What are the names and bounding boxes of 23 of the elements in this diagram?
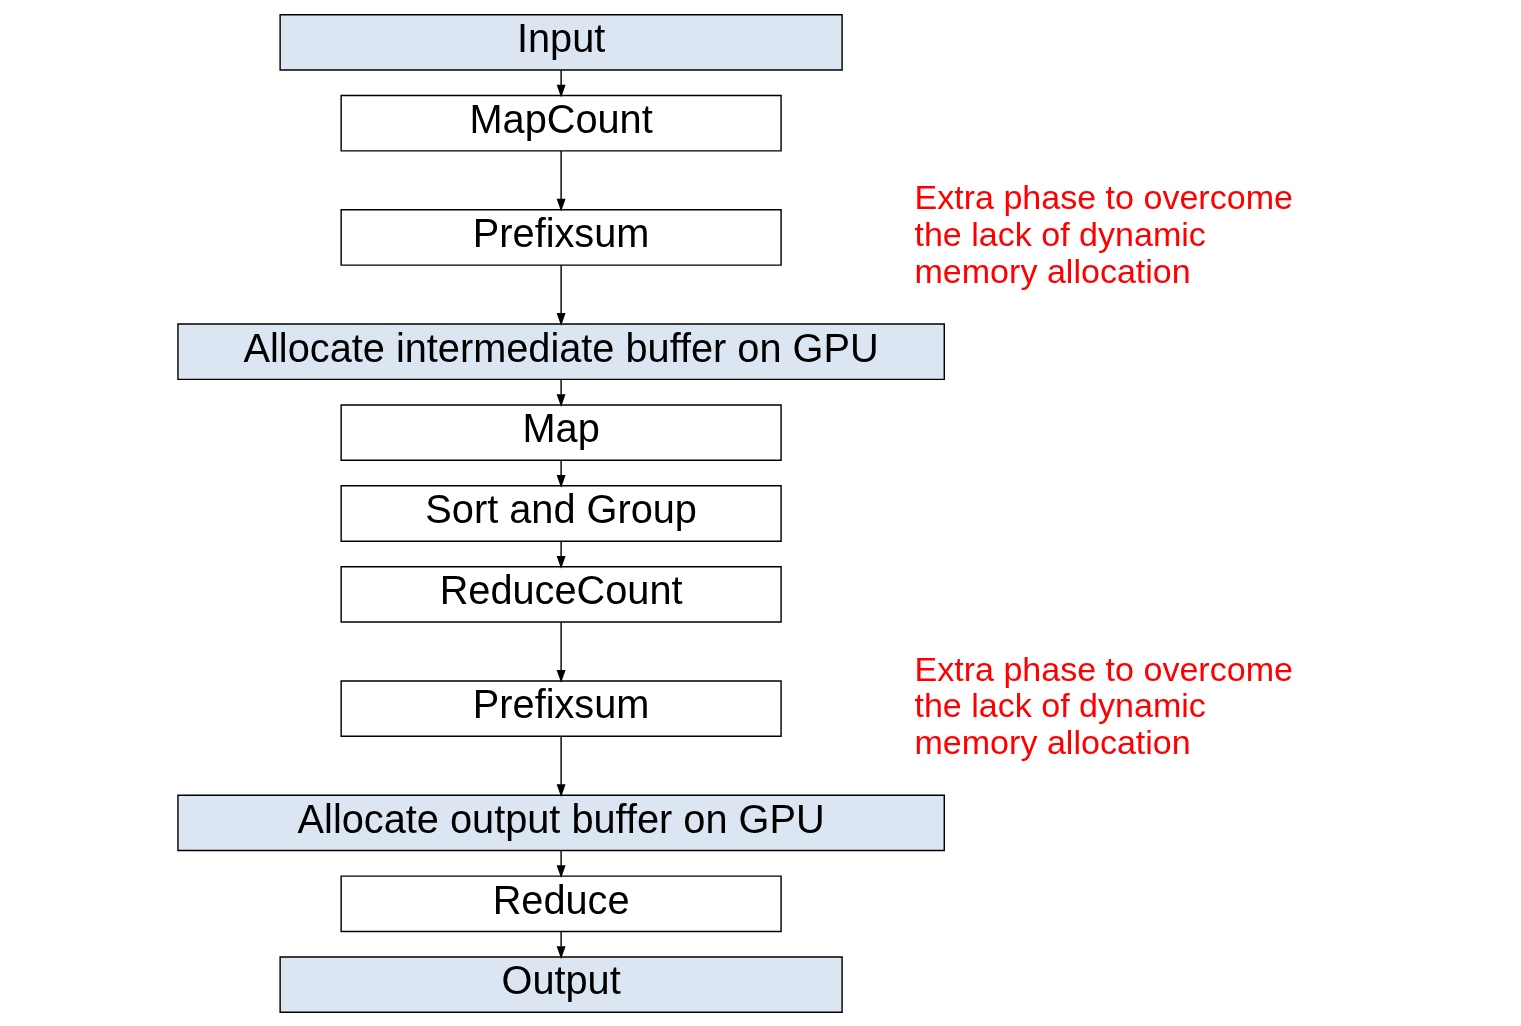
- arrow: [556, 930, 566, 959]
- node-box: Prefixsum: [340, 208, 782, 266]
- node-box: MapCount: [340, 94, 782, 152]
- node-box: Prefixsum: [340, 679, 782, 737]
- node-box: Input: [279, 13, 843, 71]
- arrow: [556, 69, 566, 98]
- node-box: ReduceCount: [340, 565, 782, 623]
- arrow: [556, 621, 566, 683]
- arrow: [556, 264, 566, 326]
- arrow: [556, 849, 566, 878]
- arrow: [556, 540, 566, 569]
- arrow: [556, 378, 566, 407]
- node-box: Sort and Group: [340, 484, 782, 542]
- node-box: Output: [279, 955, 843, 1013]
- label: Extra phase to overcome the lack of dynamic memory allocation: [914, 649, 1293, 761]
- node-box: Allocate intermediate buffer on GPU: [177, 322, 945, 380]
- label: Extra phase to overcome the lack of dynamic memory allocation: [914, 177, 1293, 290]
- arrow: [556, 459, 566, 488]
- node-box: Reduce: [340, 874, 782, 932]
- node-box: Allocate output buffer on GPU: [177, 794, 945, 851]
- node-box: Map: [340, 403, 782, 461]
- arrow: [556, 149, 566, 212]
- arrow: [556, 735, 566, 797]
